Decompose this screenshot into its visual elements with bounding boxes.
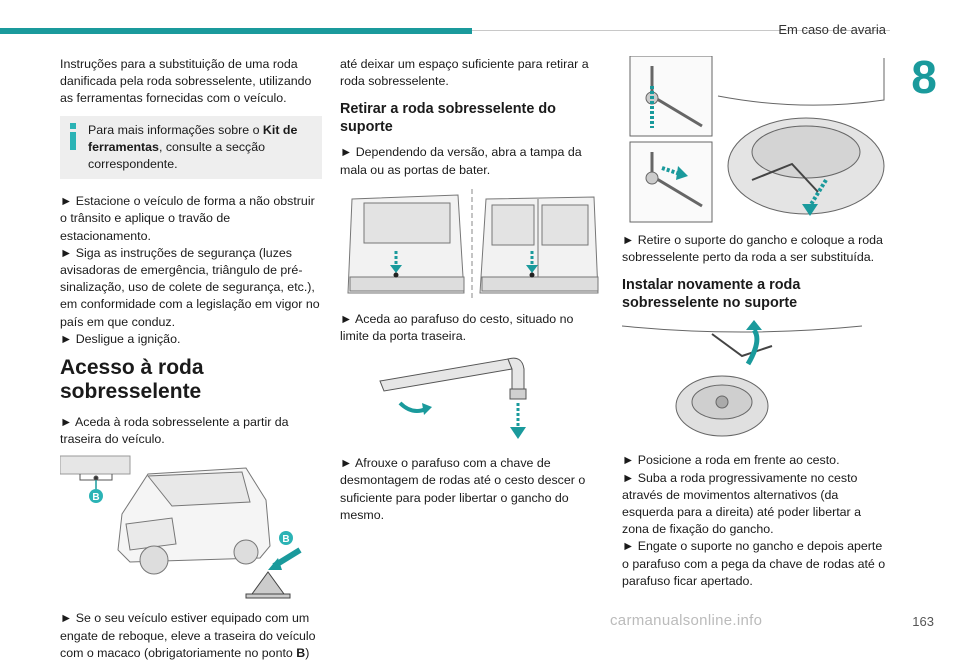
info-text-bold: Kit de ferramentas (88, 122, 298, 154)
column-middle: até deixar um espaço suficiente para ret… (340, 56, 604, 530)
figure-van-jack: B B (59, 454, 322, 602)
step-engage: ► Engate o suporte no gancho e depois ap… (622, 539, 886, 588)
heading-remove-spare: Retirar a roda sobresselente do suporte (340, 101, 556, 136)
section-title: Em caso de avaria (778, 22, 886, 37)
step-ignition: ► Desligue a ignição. (60, 331, 181, 346)
step-loosen: ► Afrouxe o parafuso com a chave de desm… (340, 456, 586, 522)
figure-install (621, 320, 888, 444)
step-position: ► Posicione a roda em frente ao cesto. (622, 453, 840, 468)
info-box: Para mais informações sobre o Kit de fer… (60, 115, 322, 180)
header-rule (472, 30, 890, 31)
step-raise: ► Suba a roda progressivamente no cesto … (622, 470, 862, 537)
column-right: ► Retire o suporte do gancho e coloque a… (621, 55, 888, 596)
header-accent-bar (0, 28, 472, 34)
figure-label-b-2: B (282, 534, 289, 545)
info-text-pre: Para mais informações sobre o (88, 122, 263, 137)
step-open-boot: ► Dependendo da versão, abra a tampa da … (340, 145, 582, 177)
watermark: carmanualsonline.info (610, 612, 763, 629)
page-number: 163 (912, 614, 934, 629)
step-access-bolt: ► Aceda ao parafuso do cesto, situado no… (340, 311, 574, 344)
figure-rear-doors (340, 185, 604, 303)
heading-install-spare: Instalar novamente a roda sobresselente … (622, 277, 801, 312)
column-left: Instruções para a substituição de uma ro… (59, 56, 322, 668)
intro-text: Instruções para a substituição de uma ro… (60, 57, 312, 106)
step-remove-support: ► Retire o suporte do gancho e coloque a… (622, 233, 883, 265)
step-tow: ► Se o seu veículo estiver equipado com … (60, 611, 316, 660)
continued-text: até deixar um espaço suficiente para ret… (340, 57, 589, 89)
figure-wrench (340, 351, 604, 447)
step-park: ► Estacione o veículo de forma a não obs… (60, 194, 315, 243)
figure-label-b: B (92, 492, 99, 503)
info-text-post: , consulte a secção correspondente. (88, 139, 266, 172)
chapter-number: 8 (911, 51, 937, 103)
step-access: ► Aceda à roda sobresselente a partir da… (60, 415, 289, 447)
info-icon (68, 122, 78, 150)
figure-hook-basket (622, 55, 888, 224)
step-safety: ► Siga as instruções de segurança (luzes… (60, 245, 320, 329)
heading-access-spare: Acesso à roda sobresselente (60, 356, 204, 404)
